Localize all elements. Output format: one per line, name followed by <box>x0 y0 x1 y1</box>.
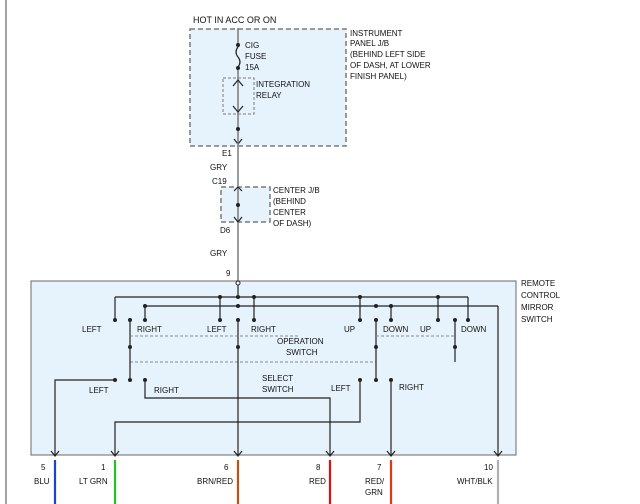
svg-text:LEFT: LEFT <box>89 386 109 395</box>
connector-c19-arrow <box>233 186 243 192</box>
wire-color-gry-1: GRY <box>210 163 228 172</box>
connector-c19-label: C19 <box>212 177 227 186</box>
svg-text:LEFT: LEFT <box>207 325 227 334</box>
fuse-icon <box>235 46 241 68</box>
svg-text:UP: UP <box>420 325 431 334</box>
select-switch-contacts <box>113 345 457 382</box>
svg-text:(BEHIND: (BEHIND <box>273 197 306 206</box>
svg-text:FINISH PANEL): FINISH PANEL) <box>350 72 407 81</box>
svg-text:RIGHT: RIGHT <box>154 386 179 395</box>
svg-text:CENTER J/B: CENTER J/B <box>273 186 320 195</box>
wire-color-label: BLU <box>34 477 50 486</box>
wire-color-label: RED/ <box>365 477 385 486</box>
pin-9-terminal <box>235 280 241 286</box>
svg-text:LEFT: LEFT <box>331 384 351 393</box>
svg-text:RIGHT: RIGHT <box>137 325 162 334</box>
operation-switch-poles <box>129 322 456 345</box>
connector-d6-label: D6 <box>220 226 231 235</box>
pin-1-output: 1 LT GRN <box>79 450 120 504</box>
svg-text:FUSE: FUSE <box>245 52 266 61</box>
select-switch-label: SELECT SWITCH <box>262 374 294 394</box>
operation-switch-position-labels: LEFT RIGHT LEFT RIGHT UP DOWN UP DOWN <box>82 325 487 334</box>
pin-number-label: 10 <box>484 463 493 472</box>
wire-color-label: GRN <box>365 488 383 497</box>
svg-text:RELAY: RELAY <box>256 91 282 100</box>
connector-e1-label: E1 <box>222 149 232 158</box>
select-switch-poles <box>129 349 456 455</box>
svg-text:(BEHIND LEFT SIDE: (BEHIND LEFT SIDE <box>350 50 425 59</box>
svg-text:PANEL J/B: PANEL J/B <box>350 39 389 48</box>
svg-text:INSTRUMENT: INSTRUMENT <box>350 29 403 38</box>
wire-color-label: RED <box>309 477 326 486</box>
svg-text:CONTROL: CONTROL <box>521 291 561 300</box>
svg-text:SWITCH: SWITCH <box>286 348 318 357</box>
wire-color-gry-2: GRY <box>210 249 228 258</box>
svg-text:DOWN: DOWN <box>461 325 487 334</box>
wire-color-label: LT GRN <box>79 477 108 486</box>
mirror-switch-box <box>30 280 517 456</box>
svg-text:SELECT: SELECT <box>262 374 293 383</box>
svg-text:UP: UP <box>344 325 355 334</box>
relay-output-terminal <box>236 127 240 131</box>
power-source-label: HOT IN ACC OR ON <box>193 15 276 25</box>
fuse-terminal-top <box>236 43 240 47</box>
svg-text:DOWN: DOWN <box>383 325 409 334</box>
pin-number-label: 7 <box>377 463 382 472</box>
svg-text:OPERATION: OPERATION <box>277 337 324 346</box>
pin-number-label: 8 <box>316 463 321 472</box>
wire-color-label: WHT/BLK <box>457 477 493 486</box>
integration-relay-label: INTEGRATION RELAY <box>256 80 310 100</box>
svg-text:SWITCH: SWITCH <box>262 385 294 394</box>
svg-text:MIRROR: MIRROR <box>521 303 554 312</box>
instrument-panel-label: INSTRUMENT PANEL J/B (BEHIND LEFT SIDE O… <box>350 29 431 81</box>
svg-text:OF DASH, AT LOWER: OF DASH, AT LOWER <box>350 61 431 70</box>
fuse-terminal-bottom <box>236 66 240 70</box>
fuse-label: CIG FUSE 15A <box>245 41 266 72</box>
svg-text:CENTER: CENTER <box>273 208 306 217</box>
pin-number-label: 1 <box>101 463 106 472</box>
operation-switch-contacts <box>113 318 470 322</box>
svg-text:CIG: CIG <box>245 41 259 50</box>
center-jb-junction <box>236 203 240 207</box>
svg-text:INTEGRATION: INTEGRATION <box>256 80 310 89</box>
center-jb-label: CENTER J/B (BEHIND CENTER OF DASH) <box>273 186 320 228</box>
ltgrn-internal-wire <box>114 382 361 455</box>
mirror-switch-label: REMOTE CONTROL MIRROR SWITCH <box>521 279 561 324</box>
svg-text:RIGHT: RIGHT <box>399 383 424 392</box>
pin-9-label: 9 <box>226 269 231 278</box>
operation-switch-label: OPERATION SWITCH <box>277 337 324 357</box>
pin-number-label: 5 <box>41 463 46 472</box>
relay-contact-icon <box>232 79 244 113</box>
svg-text:SWITCH: SWITCH <box>521 315 553 324</box>
instrument-panel-jb-box <box>189 28 347 147</box>
svg-text:LEFT: LEFT <box>82 325 102 334</box>
svg-text:REMOTE: REMOTE <box>521 279 555 288</box>
center-jb-box <box>220 186 271 223</box>
select-switch-position-labels: LEFT RIGHT LEFT RIGHT <box>89 383 424 395</box>
svg-text:RIGHT: RIGHT <box>251 325 276 334</box>
blu-internal-wire <box>54 379 115 455</box>
wire-color-label: BRN/RED <box>197 477 233 486</box>
pin-number-label: 6 <box>224 463 229 472</box>
bus-junction-dots <box>143 295 440 308</box>
svg-text:OF DASH): OF DASH) <box>273 219 312 228</box>
svg-text:15A: 15A <box>245 63 260 72</box>
red-internal-wire <box>144 382 331 455</box>
